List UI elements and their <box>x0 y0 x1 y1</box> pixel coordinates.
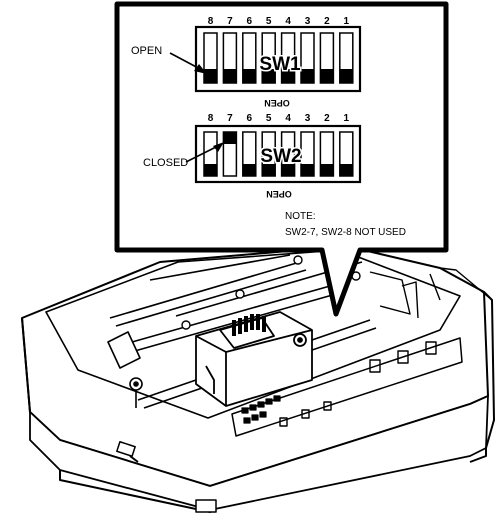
open-pointer-label: OPEN <box>131 45 162 57</box>
sw2-switch-numbers: 8 7 6 5 4 3 2 1 <box>208 113 350 124</box>
sw2-dip-switch: 8 7 6 5 4 3 2 1 SW2 OPEN <box>194 113 362 199</box>
sw2-switch-number-5: 5 <box>266 113 272 124</box>
sw2-label: SW2 <box>260 146 301 167</box>
sw1-dip-switch: 8 7 6 5 4 3 2 1 SW1 OPEN <box>194 16 362 108</box>
sw1-switch-8-open <box>203 32 218 84</box>
printer-illustration <box>21 245 495 513</box>
sw1-label: SW1 <box>259 54 301 75</box>
sw1-switch-number-1: 1 <box>344 16 350 27</box>
sw1-switch-number-7: 7 <box>227 16 233 27</box>
sw1-switch-2-open <box>319 32 335 84</box>
sw2-switch-number-1: 1 <box>344 113 350 124</box>
sw1-switch-number-4: 4 <box>285 16 291 27</box>
open-pointer: OPEN <box>131 45 207 74</box>
sw1-switch-4-open <box>280 32 296 84</box>
open-pointer-line <box>169 52 203 71</box>
sw1-switch-number-3: 3 <box>305 16 311 27</box>
sw2-switch-number-3: 3 <box>305 113 311 124</box>
sw1-switch-3-open <box>300 32 315 84</box>
sw2-switch-number-7: 7 <box>227 113 233 124</box>
sw2-switch-1-open <box>339 131 354 177</box>
sw2-switch-cells <box>203 131 354 177</box>
sw1-switch-1-open <box>339 32 354 84</box>
sw2-switch-2-open <box>319 131 335 177</box>
sw2-switch-number-6: 6 <box>247 113 253 124</box>
sw2-switch-6-open <box>242 131 257 177</box>
sw1-switch-7-open <box>222 32 238 84</box>
sw1-switch-5-open <box>261 32 276 84</box>
sw1-open-marking: OPEN <box>264 98 290 108</box>
sw1-switch-numbers: 8 7 6 5 4 3 2 1 <box>208 16 350 27</box>
sw2-switch-5-open <box>261 131 276 177</box>
closed-pointer: CLOSED <box>143 142 224 169</box>
sw2-switch-number-8: 8 <box>208 113 214 124</box>
sw2-switch-7-closed <box>222 131 238 177</box>
sw1-switch-number-8: 8 <box>208 16 214 27</box>
closed-pointer-label: CLOSED <box>143 157 188 169</box>
sw2-switch-number-4: 4 <box>285 113 291 124</box>
sw2-open-marking: OPEN <box>266 189 292 199</box>
sw1-switch-cells <box>203 32 354 84</box>
sw2-switch-number-2: 2 <box>324 113 330 124</box>
sw1-switch-6-open <box>242 32 257 84</box>
sw2-switch-3-open <box>300 131 315 177</box>
note-text: SW2-7, SW2-8 NOT USED <box>285 227 406 238</box>
sw2-switch-4-open <box>280 131 296 177</box>
sw1-switch-number-2: 2 <box>324 16 330 27</box>
sw1-switch-number-5: 5 <box>266 16 272 27</box>
sw2-switch-8-open <box>203 131 218 177</box>
note: NOTE: SW2-7, SW2-8 NOT USED <box>285 211 406 238</box>
open-pointer-arrowhead-icon <box>194 64 207 74</box>
note-title: NOTE: <box>285 211 316 222</box>
closed-pointer-line <box>185 145 219 163</box>
closed-pointer-arrowhead-icon <box>213 142 224 152</box>
sw1-switch-number-6: 6 <box>247 16 253 27</box>
